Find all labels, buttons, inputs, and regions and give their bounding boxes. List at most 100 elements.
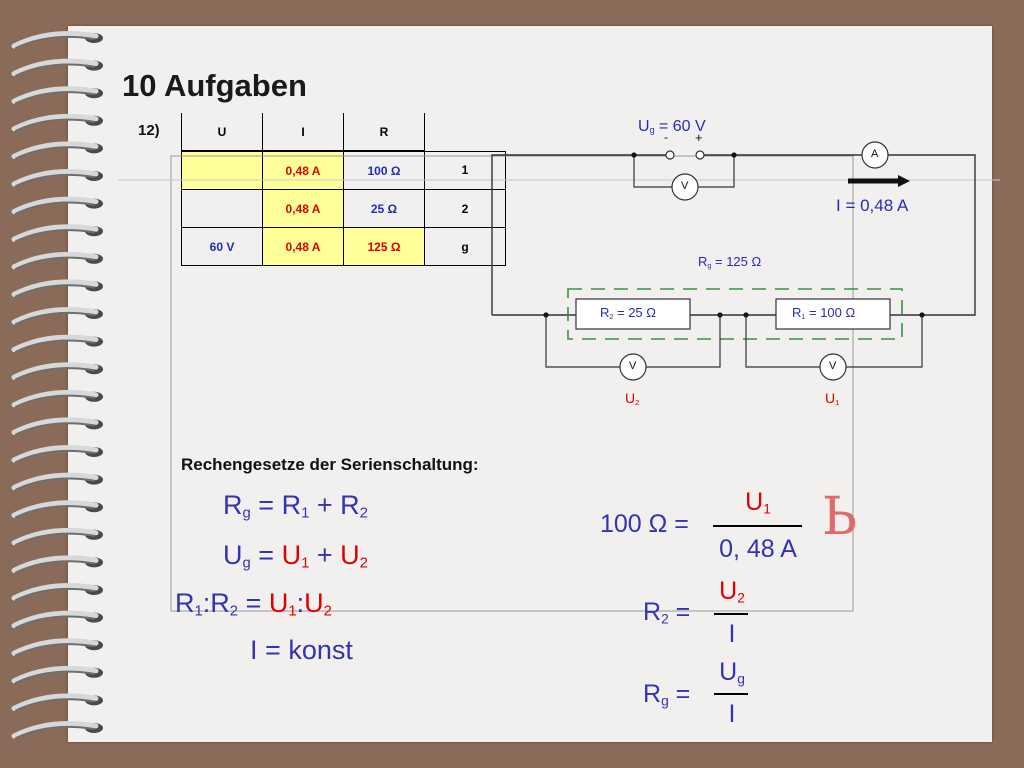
source-letter: U — [638, 118, 650, 135]
calc-symbol: R — [643, 598, 662, 626]
law-sub: g — [242, 555, 251, 572]
source-voltmeter-label: V — [681, 180, 689, 192]
calc2-denominator: I — [728, 620, 736, 648]
spiral-coil — [11, 58, 103, 77]
law-equals: = — [265, 635, 281, 665]
spiral-coil — [11, 665, 103, 684]
cell-r2: 25 Ω — [343, 189, 425, 228]
law-equals: = — [245, 588, 262, 618]
calc2-lhs: R2 = — [643, 598, 690, 627]
calc1-lhs: 100 Ω = — [600, 510, 689, 538]
law-text: konst — [288, 635, 353, 665]
calc-symbol: R — [643, 680, 662, 708]
cell-i2: 0,48 A — [262, 189, 344, 228]
law-symbol: R — [223, 490, 243, 520]
spiral-coil — [11, 251, 103, 270]
law-equals: = — [258, 540, 275, 570]
law-plus: + — [316, 490, 333, 520]
law-symbol: R — [175, 588, 195, 618]
r2-letter: R — [600, 305, 610, 320]
law-symbol: I — [250, 635, 258, 665]
r1-sub: 1 — [801, 312, 806, 321]
spiral-binding — [11, 31, 103, 739]
rg-label: Rg = 125 Ω — [698, 254, 761, 270]
header-empty — [424, 113, 506, 151]
spiral-coil — [11, 445, 103, 463]
u1-letter: U — [825, 390, 836, 406]
cell-i1: 0,48 A — [262, 150, 344, 190]
calc-sub: 2 — [737, 590, 745, 606]
calc3-denominator: I — [728, 700, 736, 728]
wire-voltmeter-u1 — [745, 315, 820, 368]
law-symbol: U — [340, 540, 360, 570]
law-colon: : — [296, 588, 305, 618]
handwritten-mark: Ь — [822, 487, 858, 547]
source-sub: g — [649, 125, 655, 136]
spiral-coil — [11, 583, 103, 601]
header-i: I — [262, 113, 344, 152]
law-sub: 1 — [301, 505, 310, 522]
exercise-number: 12) — [138, 122, 160, 139]
voltmeter-u2-label: V — [629, 360, 637, 372]
law-plus: + — [316, 540, 333, 570]
law-sub: g — [242, 505, 251, 522]
law-symbol: U — [281, 540, 302, 570]
u2-letter: U — [625, 390, 636, 406]
wire-voltmeter-u1-r — [846, 315, 923, 368]
current-arrow-head — [898, 175, 910, 187]
calc1-fraction-bar — [713, 525, 802, 527]
spiral-coil — [11, 610, 103, 629]
law-colon: : — [202, 588, 211, 618]
wire-voltmeter-source — [633, 155, 672, 188]
law-symbol: R — [281, 490, 302, 520]
spiral-coil — [11, 389, 103, 408]
spiral-coil — [11, 334, 103, 353]
calc-sub: 2 — [661, 611, 669, 627]
spiral-coil — [11, 472, 103, 491]
source-value: = 60 V — [658, 118, 706, 135]
calc-equals: = — [675, 680, 691, 708]
law-ratio: R1:R2 = U1:U2 — [175, 588, 332, 620]
spiral-coil — [11, 527, 103, 546]
current-label: I = 0,48 A — [836, 196, 909, 215]
calc1-numerator: U1 — [708, 488, 808, 517]
calc3-fraction-bar — [714, 693, 748, 695]
resistor-r2 — [575, 298, 691, 330]
calc2-fraction-bar — [714, 613, 748, 615]
r2-value: = 25 Ω — [617, 305, 656, 320]
law-sub: 2 — [323, 603, 332, 620]
calc-sub: g — [661, 693, 669, 709]
terminal-minus-label: - — [664, 130, 668, 144]
rg-dashed-box — [567, 288, 903, 340]
values-table: U I R 0,48 A 100 Ω 1 0,48 A 25 Ω 2 60 V … — [181, 113, 506, 266]
source-terminal-minus — [665, 150, 675, 160]
calc1-denominator: 0, 48 A — [719, 535, 797, 563]
spiral-coil — [11, 693, 103, 712]
header-r: R — [343, 113, 425, 152]
law-sub: 2 — [359, 505, 368, 522]
table-row: 60 V 0,48 A 125 Ω g — [181, 227, 506, 266]
resistor-r1 — [775, 298, 891, 330]
calc3-numerator: Ug — [713, 658, 751, 687]
cell-ig: 0,48 A — [262, 227, 344, 266]
calc-sub: g — [737, 671, 745, 687]
junction-dot — [731, 152, 737, 158]
rg-letter: R — [698, 254, 708, 269]
calc-symbol: U — [745, 488, 764, 516]
law-equals: = — [258, 490, 275, 520]
table-header-row: U I R — [181, 113, 506, 152]
voltmeter-u1 — [819, 353, 847, 381]
spiral-coil — [11, 224, 103, 243]
ammeter-label: A — [871, 148, 879, 160]
calc2-numerator: U2 — [713, 577, 751, 606]
law-sub: 1 — [194, 603, 203, 620]
source-voltage-label: Ug = 60 V — [638, 118, 706, 136]
calc3-lhs: Rg = — [643, 680, 690, 709]
spiral-coil — [11, 500, 103, 519]
law-sub: 1 — [288, 603, 297, 620]
spiral-coil — [11, 86, 103, 105]
spiral-coil — [11, 417, 103, 436]
u1-label: U1 — [825, 390, 839, 407]
terminal-plus-label: + — [695, 130, 703, 145]
r1-letter: R — [792, 305, 802, 320]
